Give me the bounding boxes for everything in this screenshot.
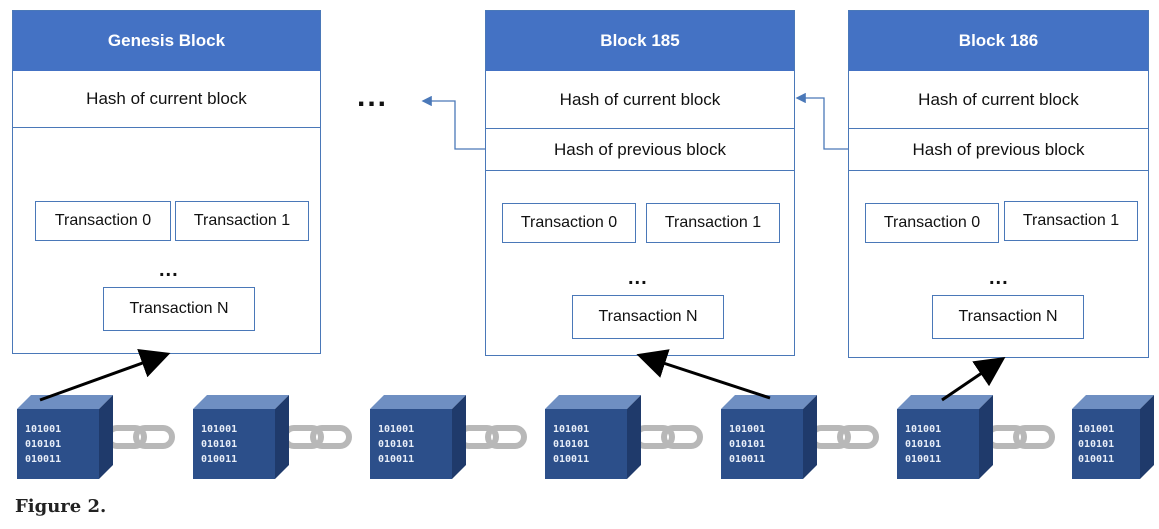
cube-7: 101001 010101 010011 xyxy=(1072,395,1154,479)
cube-3-bits-row-3: 010011 xyxy=(378,454,414,465)
block-185-hash-current: Hash of current block xyxy=(486,71,794,129)
cube-6-bits-row-3: 010011 xyxy=(905,454,941,465)
cube-4-bits-row-2: 010101 xyxy=(553,439,589,450)
genesis-block: Genesis Block Hash of current block Tran… xyxy=(12,10,321,354)
block-185-hash-previous: Hash of previous block xyxy=(486,129,794,171)
arrow-cube-6-to-block-186 xyxy=(941,356,1006,402)
block-185-transaction-0: Transaction 0 xyxy=(502,203,636,243)
block-186-ellipsis: ... xyxy=(989,267,1009,289)
cube-7-bits-row-3: 010011 xyxy=(1078,454,1114,465)
cube-5: 101001 010101 010011 xyxy=(721,395,817,479)
cube-5-bits-row-3: 010011 xyxy=(729,454,765,465)
cube-6-bits-row-2: 010101 xyxy=(905,439,941,450)
figure-caption: Figure 2. xyxy=(15,496,107,517)
block-186-transaction-n: Transaction N xyxy=(932,295,1084,339)
block-186-transaction-1: Transaction 1 xyxy=(1004,201,1138,241)
cube-7-bits-row-1: 101001 xyxy=(1078,424,1114,435)
cube-1: 101001 010101 010011 xyxy=(17,395,113,479)
cube-1-bits-row-3: 010011 xyxy=(25,454,61,465)
block-185: Block 185 Hash of current block Hash of … xyxy=(485,10,795,356)
block-186-header: Block 186 xyxy=(849,11,1148,71)
block-186-transaction-0: Transaction 0 xyxy=(865,203,999,243)
cube-7-bits-row-2: 010101 xyxy=(1078,439,1114,450)
cube-5-bits-row-2: 010101 xyxy=(729,439,765,450)
cube-2: 101001 010101 010011 xyxy=(193,395,289,479)
cube-1-bits-row-1: 101001 xyxy=(25,424,61,435)
block-185-ellipsis: ... xyxy=(628,267,648,289)
prev-hash-link-185 xyxy=(421,95,486,150)
block-186: Block 186 Hash of current block Hash of … xyxy=(848,10,1149,358)
block-185-header: Block 185 xyxy=(486,11,794,71)
genesis-block-header: Genesis Block xyxy=(13,11,320,71)
cube-6-bits-row-1: 101001 xyxy=(905,424,941,435)
arrow-cube-5-to-block-185 xyxy=(636,349,771,400)
cube-2-bits-row-1: 101001 xyxy=(201,424,237,435)
genesis-ellipsis: ... xyxy=(159,259,179,281)
block-186-hash-current: Hash of current block xyxy=(849,71,1148,129)
genesis-hash-current: Hash of current block xyxy=(13,71,320,128)
cube-4: 101001 010101 010011 xyxy=(545,395,641,479)
cube-2-bits-row-2: 010101 xyxy=(201,439,237,450)
arrow-cube-1-to-genesis xyxy=(39,349,171,402)
block-185-transaction-1: Transaction 1 xyxy=(646,203,780,243)
cube-1-bits-row-2: 010101 xyxy=(25,439,61,450)
block-185-transaction-n: Transaction N xyxy=(572,295,724,339)
chain-gap-ellipsis: ... xyxy=(357,80,389,113)
cube-4-bits-row-1: 101001 xyxy=(553,424,589,435)
prev-hash-link-186 xyxy=(795,92,849,150)
cube-3: 101001 010101 010011 xyxy=(370,395,466,479)
cube-6: 101001 010101 010011 xyxy=(897,395,993,479)
cube-5-bits-row-1: 101001 xyxy=(729,424,765,435)
cube-4-bits-row-3: 010011 xyxy=(553,454,589,465)
cube-2-bits-row-3: 010011 xyxy=(201,454,237,465)
genesis-transaction-n: Transaction N xyxy=(103,287,255,331)
cube-3-bits-row-1: 101001 xyxy=(378,424,414,435)
genesis-transaction-0: Transaction 0 xyxy=(35,201,171,241)
cube-3-bits-row-2: 010101 xyxy=(378,439,414,450)
genesis-transaction-1: Transaction 1 xyxy=(175,201,309,241)
block-186-hash-previous: Hash of previous block xyxy=(849,129,1148,171)
